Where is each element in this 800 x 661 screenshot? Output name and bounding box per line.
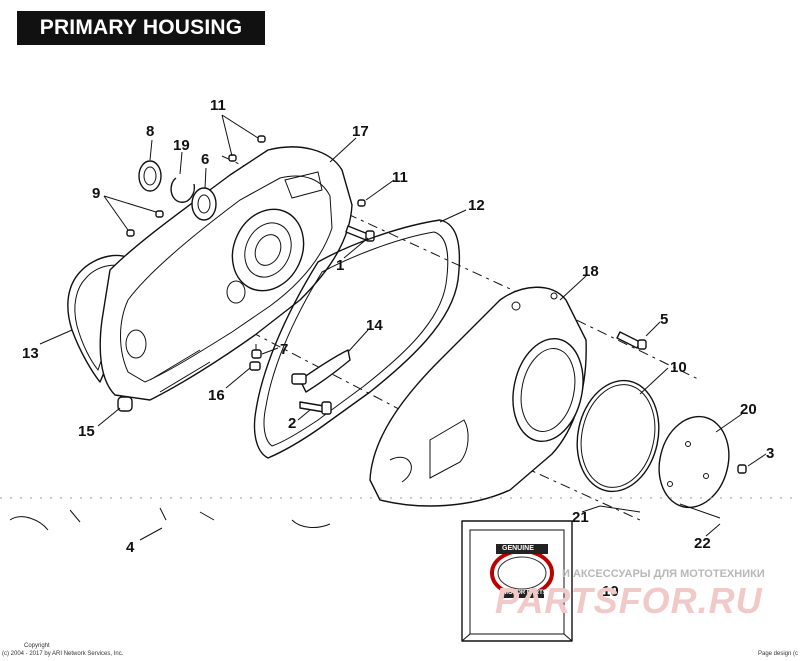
callout-1: 1: [336, 257, 344, 274]
bolt-5[interactable]: [616, 331, 647, 350]
callout-10-bottom: 10: [602, 583, 619, 600]
copyright-line: (c) 2004 - 2017 by ARI Network Services,…: [2, 651, 124, 657]
gasket-13[interactable]: [67, 254, 133, 383]
callout-6: 6: [201, 151, 209, 168]
derby-cover-20[interactable]: [650, 409, 738, 515]
page-title: PRIMARY HOUSING: [17, 11, 265, 45]
callout-16: 16: [208, 387, 225, 404]
callout-4: 4: [126, 539, 135, 556]
bolt-7[interactable]: [251, 344, 262, 359]
callout-12: 12: [468, 197, 485, 214]
callout-8: 8: [146, 123, 154, 140]
callout-14: 14: [366, 317, 383, 334]
plug-16[interactable]: [249, 361, 261, 371]
screw-3[interactable]: [737, 464, 747, 474]
callout-3: 3: [766, 445, 774, 462]
badge-top-text: GENUINE: [502, 545, 534, 552]
callout-labels: 8 19 6 9 11 17 11 12 1 18 5 14 7 10 13 1…: [22, 97, 774, 600]
callout-11-right: 11: [392, 169, 408, 186]
callout-9: 9: [92, 185, 100, 202]
genuine-parts-box: [461, 520, 573, 642]
lower-fragment-parts: [9, 503, 721, 531]
chain-adjuster-14[interactable]: [291, 349, 351, 393]
dowel-15[interactable]: [117, 396, 133, 412]
callout-17: 17: [352, 123, 369, 140]
callout-13: 13: [22, 345, 39, 362]
badge-bottom-text: MOTOR PARTS: [503, 590, 547, 596]
callout-5: 5: [660, 311, 668, 328]
copyright-label: Copyright: [24, 643, 50, 649]
gasket-12-inner: [263, 231, 449, 447]
bolt-2[interactable]: [299, 401, 332, 415]
callout-2: 2: [288, 415, 296, 432]
callout-22: 22: [694, 535, 711, 552]
o-ring-10[interactable]: [567, 373, 669, 499]
watermark-text: И АКСЕССУАРЫ ДЛЯ МОТОТЕХНИКИ: [562, 568, 765, 580]
callout-11-top: 11: [210, 97, 226, 114]
page-design-note: Page design (c: [758, 651, 799, 657]
outer-primary-cover[interactable]: [369, 286, 592, 507]
inner-primary-housing[interactable]: [99, 146, 353, 401]
callout-18: 18: [582, 263, 599, 280]
bearing-6[interactable]: [191, 187, 217, 221]
callout-21: 21: [572, 509, 589, 526]
callout-10-right: 10: [670, 359, 687, 376]
callout-15: 15: [78, 423, 95, 440]
retaining-ring-19[interactable]: [170, 177, 196, 203]
callout-20: 20: [740, 401, 757, 418]
seal-8[interactable]: [138, 160, 162, 192]
callout-7: 7: [280, 341, 288, 358]
dowel-pins[interactable]: [126, 135, 366, 237]
gasket-12[interactable]: [253, 219, 461, 459]
callout-19: 19: [173, 137, 190, 154]
watermark-logo: PARTSFOR.RU: [495, 580, 763, 621]
leader-lines: [39, 114, 767, 541]
